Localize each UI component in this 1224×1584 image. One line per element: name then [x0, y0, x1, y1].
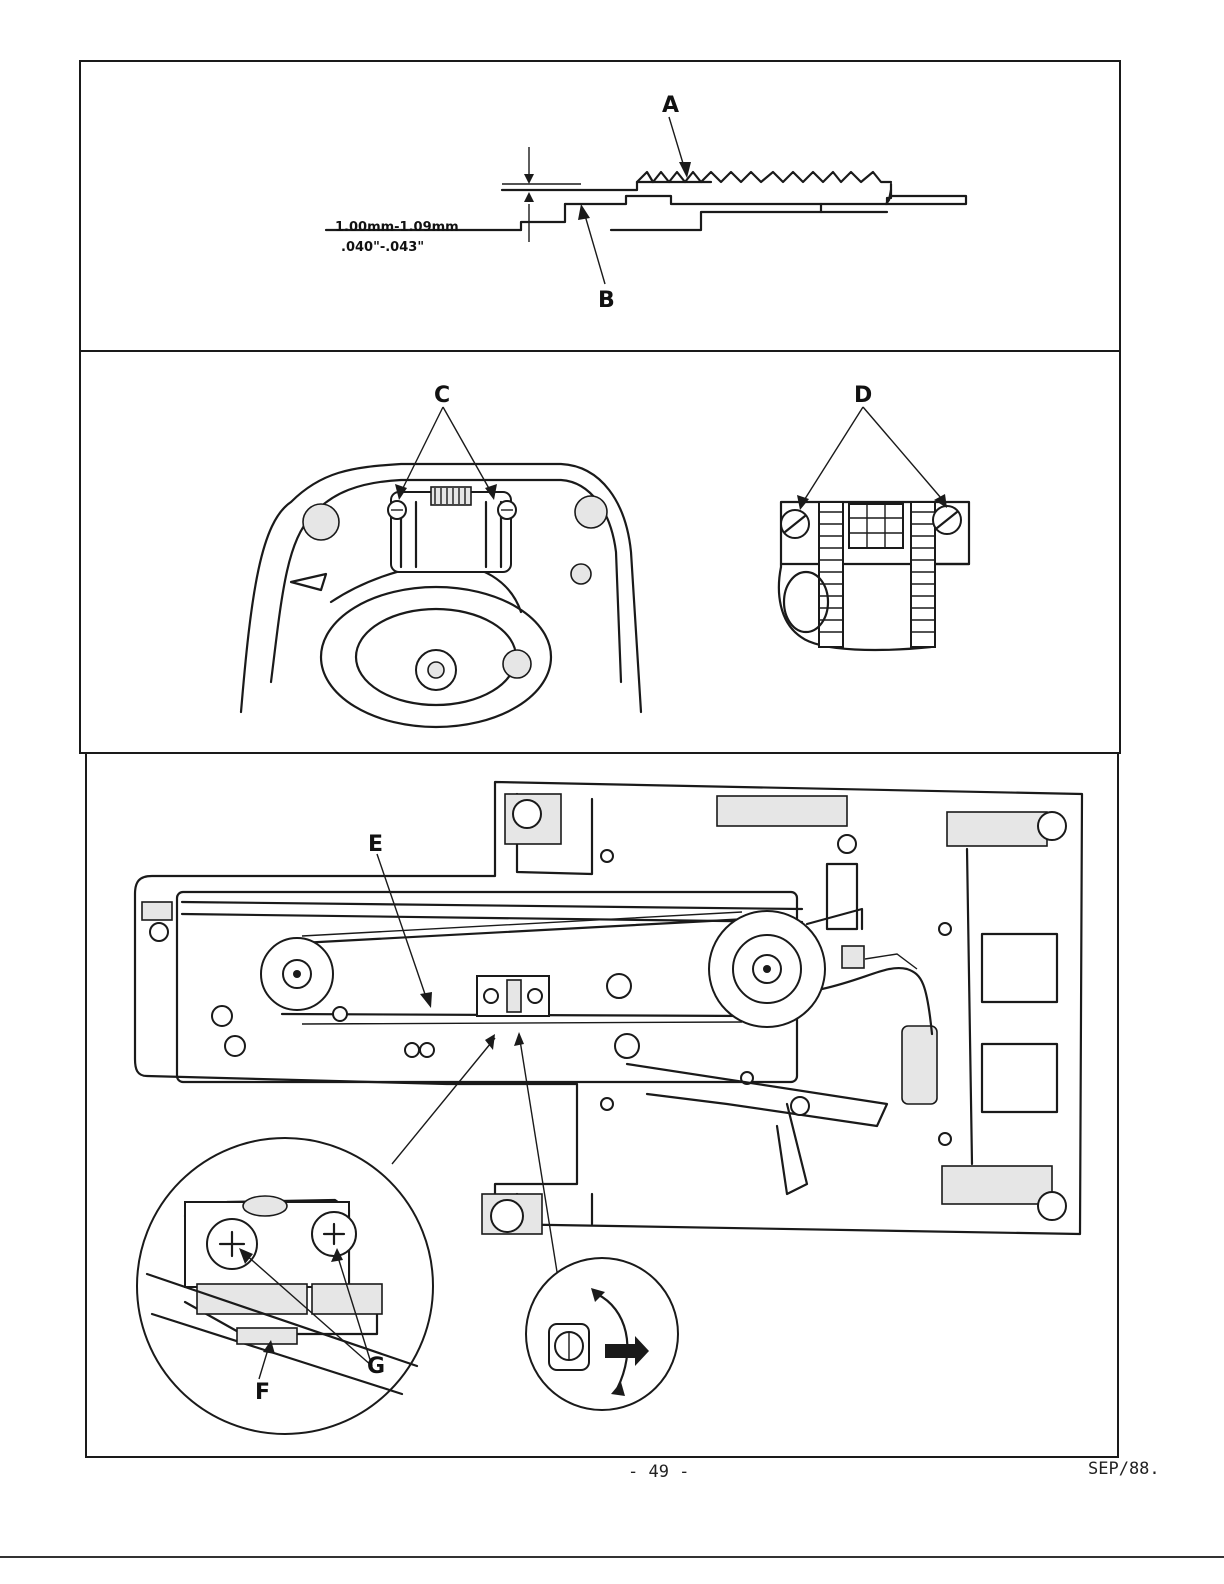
bed-opening-view — [239, 406, 643, 729]
feed-dog-detail-view — [777, 406, 971, 652]
arrow-g-left — [244, 1253, 373, 1367]
arrow-d-left — [802, 406, 864, 503]
foot-top-left — [512, 799, 542, 829]
panel-feed-dog-screws: C D — [79, 350, 1121, 754]
panel-feed-underside: E F G — [85, 752, 1119, 1458]
foot-bottom-left — [490, 1199, 524, 1233]
arrow-b — [583, 211, 606, 285]
detail-circle-rotation — [525, 1257, 679, 1411]
label-e: E — [368, 832, 384, 857]
feed-dog-height-diagram — [324, 116, 968, 285]
arrow-e — [376, 853, 428, 1001]
label-b: B — [598, 288, 615, 313]
bottom-rule — [0, 1556, 1224, 1558]
dimension-imperial: .040"-.043" — [341, 240, 425, 255]
feed-dog-screws-diagram — [239, 406, 971, 729]
rubber-plug-left — [302, 503, 340, 541]
label-d: D — [854, 383, 873, 408]
feed-underside-diagram — [133, 780, 1084, 1435]
label-g: G — [367, 1354, 386, 1379]
arrow-c-left — [400, 406, 444, 493]
arrow-d-right — [862, 406, 942, 499]
panel-feed-dog-height: A B 1.00mm-1.09mm .040"-.043" — [79, 60, 1121, 354]
arrow-a — [668, 116, 686, 171]
arrow-g-right — [336, 1253, 373, 1367]
label-c: C — [434, 383, 451, 408]
detail-circle-screws — [136, 1137, 434, 1435]
feed-dog-body — [563, 182, 893, 206]
feed-dog-teeth — [635, 170, 893, 184]
needle-plate-surface — [500, 180, 713, 192]
arrow-to-detail-left — [391, 1037, 496, 1165]
foot-bottom-right — [1037, 1191, 1067, 1221]
motor-switch — [901, 1025, 938, 1105]
label-f: F — [255, 1380, 271, 1405]
bobbin-case — [319, 585, 553, 729]
label-a: A — [662, 93, 680, 118]
revision-date: SEP/88. — [1088, 1459, 1160, 1479]
rubber-plug-right — [574, 495, 608, 529]
page-number: - 49 - — [628, 1462, 690, 1482]
arrow-c-right — [442, 406, 492, 493]
machine-base-frame — [133, 780, 1084, 1236]
rotation-arrow — [595, 1292, 629, 1391]
dimension-metric: 1.00mm-1.09mm — [335, 220, 459, 235]
foot-top-right — [1037, 811, 1067, 841]
push-arrow-icon — [605, 1344, 635, 1358]
